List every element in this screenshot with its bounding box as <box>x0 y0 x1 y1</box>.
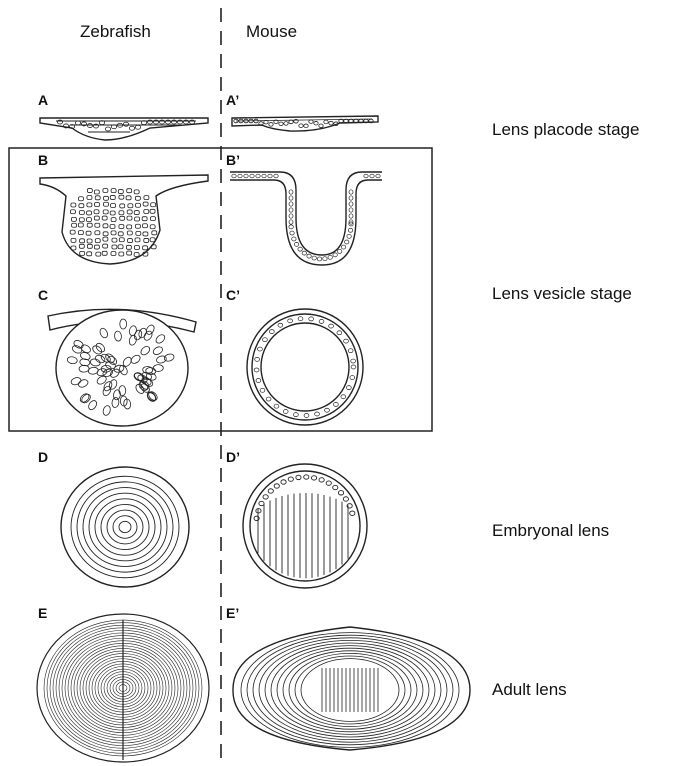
zebrafish-embryonal-lens-illustration <box>61 467 189 587</box>
cellsC2-part <box>319 319 324 323</box>
fibersD2-part <box>350 511 355 515</box>
cellsB2-part <box>289 220 293 224</box>
cellsB2-part <box>307 254 311 258</box>
cellsC2-part <box>350 376 355 380</box>
cellsB2-part <box>290 231 294 235</box>
zebrafish-adult-lens-illustration <box>37 614 209 762</box>
cellsC2-part <box>309 317 314 321</box>
cellsB2-part <box>289 190 293 194</box>
fibersD2-part <box>296 475 301 479</box>
fibersD2-part <box>319 478 324 482</box>
cellsB2-part <box>298 247 302 251</box>
cellsB2-part <box>370 174 374 178</box>
cellsC2-part <box>266 397 271 401</box>
cellsB2-part <box>345 240 349 244</box>
cellsB2-part <box>349 208 353 212</box>
zebrafish-placode-illustration <box>40 118 208 140</box>
fibersD2-part <box>268 489 273 493</box>
fibersD2-part <box>274 484 279 488</box>
cellsC2-part <box>256 378 261 382</box>
fibersD2-part <box>326 481 331 485</box>
cellsB2-part <box>268 174 272 178</box>
cellsB2-part <box>289 214 293 218</box>
cellsB2-part <box>328 255 332 259</box>
cellsB2-part <box>364 174 368 178</box>
cellsB2-part <box>244 174 248 178</box>
cellsC2-part <box>337 331 342 335</box>
fibersD2-part <box>259 501 264 505</box>
cellsB2-part <box>347 234 351 238</box>
cellsB2-part <box>337 249 341 253</box>
cellsB2-part <box>232 174 236 178</box>
cellsC2-part <box>341 395 346 399</box>
cellsB2-part <box>294 242 298 246</box>
fibersD2-part <box>263 495 268 499</box>
mouse-lens-vesicle-illustration <box>247 309 363 425</box>
cellsC2-part <box>304 413 309 417</box>
cellsB2-part <box>349 190 353 194</box>
cellsC2-part <box>278 323 283 327</box>
cellsC2-part <box>346 386 351 390</box>
cellsB2-part <box>289 225 293 229</box>
cellsC2-part <box>325 408 330 412</box>
cellsC2-part <box>298 317 303 321</box>
mouse-lens-pit-illustration <box>230 172 382 265</box>
zebrafish-lens-mass-illustration <box>40 175 208 264</box>
cellsB2-part <box>256 174 260 178</box>
cellsC2-part <box>344 339 349 343</box>
cellsB2-part <box>349 202 353 206</box>
fibersD2-part <box>333 485 338 489</box>
mouse-placode-illustration <box>232 116 378 131</box>
fibersD2-part <box>304 475 309 479</box>
mouse-embryonal-lens-illustration <box>243 464 367 588</box>
cellsB2-part <box>323 257 327 261</box>
cellsC2-part <box>260 388 265 392</box>
fibersD2-part <box>288 477 293 481</box>
cellsC2-part <box>283 409 288 413</box>
cellsB2-part <box>274 174 278 178</box>
cellsC2-part <box>269 330 274 334</box>
cellsB2-part <box>312 256 316 260</box>
cellsC2-part <box>254 368 259 372</box>
cellsC2-part <box>348 349 353 353</box>
cellsB2-part <box>292 237 296 241</box>
cellsC2-part <box>255 357 260 361</box>
zebrafish-lens-vesicle-illustration <box>48 309 196 426</box>
cellsC2-part <box>258 347 263 351</box>
cellsC2-part <box>288 319 293 323</box>
mouse-adult-lens-illustration <box>233 627 470 750</box>
cellsC2-part <box>315 412 320 416</box>
cellsB2-part <box>348 228 352 232</box>
cellsC2-part <box>334 402 339 406</box>
cellsB2-part <box>317 257 321 261</box>
cellsC2-part <box>351 365 356 369</box>
cellsB2-part <box>349 214 353 218</box>
cellsB2-part <box>349 196 353 200</box>
cellsC2-part <box>274 404 279 408</box>
cellsB2-part <box>262 174 266 178</box>
fibersD2-part <box>311 476 316 480</box>
cellsB2-part <box>341 245 345 249</box>
fibersD2-part <box>343 497 348 501</box>
cellsB2-part <box>238 174 242 178</box>
cellsB2-part <box>376 174 380 178</box>
cellsC2-part <box>351 359 356 363</box>
cellsC2-part <box>293 413 298 417</box>
cellsB2-part <box>289 196 293 200</box>
cellsB2-part <box>302 251 306 255</box>
cellsC2-part <box>263 338 268 342</box>
fibersD2-part <box>338 491 343 495</box>
cellsB2-part <box>289 202 293 206</box>
cellsB2-part <box>250 174 254 178</box>
cellsB2-part <box>333 253 337 257</box>
cellsB2-part <box>289 208 293 212</box>
fibersD2-part <box>281 480 286 484</box>
cellsC2-part <box>329 324 334 328</box>
